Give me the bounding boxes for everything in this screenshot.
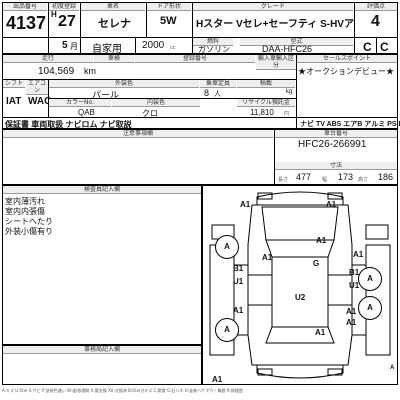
- car-outline-diagram: [209, 191, 391, 379]
- remarks-frame: [2, 345, 202, 385]
- code-front-center: A1: [326, 200, 337, 209]
- code-right-side: A1: [353, 250, 364, 259]
- ext-color-code: QAB: [78, 108, 95, 117]
- displacement: 2000: [142, 40, 165, 51]
- inspector-frame: [2, 185, 202, 345]
- size-label: 寸法: [275, 162, 397, 170]
- origin-label: 輸入車輸入区分: [256, 55, 296, 70]
- year: 27: [58, 13, 76, 30]
- ext-color: パール: [92, 90, 120, 100]
- inspector-note-3: シートへたり: [5, 217, 53, 226]
- header-frame: [2, 2, 398, 54]
- month: 5: [62, 40, 68, 51]
- len-value: 477: [296, 172, 312, 182]
- displacement-unit: cc: [170, 45, 176, 51]
- inspector-note-1: 室内薄汚れ: [5, 197, 45, 206]
- car-name: セレナ: [98, 18, 131, 30]
- code-rear-left: A1: [233, 306, 244, 315]
- month-unit: 月: [70, 42, 78, 51]
- usage: 自家用: [92, 44, 122, 55]
- capacity-label: 乗車定員: [200, 80, 236, 88]
- ext-color-code-label: カラーNo.: [49, 99, 111, 107]
- inspector-note-2: 室内内張傷: [5, 207, 45, 216]
- code-right-door-b1: B1: [349, 268, 360, 277]
- model-label: 型式: [240, 38, 353, 46]
- height-value: 186: [378, 172, 394, 182]
- inspector-label: 検査員記入欄: [3, 186, 201, 194]
- specs-frame: [2, 54, 398, 129]
- sales-point-label: セールスポイント: [297, 55, 397, 63]
- wheel-front-right: A: [358, 267, 382, 291]
- lot-label: 出品番号: [3, 3, 47, 11]
- model: DAA-HFC26: [262, 44, 313, 54]
- grade-label: グレード: [193, 3, 353, 11]
- mileage-label: 走行: [3, 55, 93, 63]
- code-right-door-u1: U1: [349, 281, 360, 290]
- mileage-unit: km: [84, 66, 96, 76]
- code-center-u2: U2: [295, 293, 306, 302]
- code-hood: A1: [316, 236, 327, 245]
- height-label: 高さ: [358, 177, 369, 183]
- doors: 5W: [160, 15, 177, 27]
- grade: Hスター Vセレ+セーフティ S-HVア: [196, 19, 354, 30]
- fuel: ガソリン: [198, 45, 230, 54]
- code-left-door-b1: B1: [233, 264, 244, 273]
- recycle-label: リサイクル預託金: [237, 99, 295, 107]
- code-front-left: A1: [240, 200, 251, 209]
- remarks-label: 事務局記入欄: [3, 346, 201, 354]
- ext-color-label: 外装色: [49, 80, 199, 88]
- width-label: 幅: [322, 177, 328, 183]
- code-rear-a1: A1: [346, 307, 357, 316]
- shift: IAT: [6, 96, 22, 107]
- width-value: 173: [338, 172, 354, 182]
- vin-label: 車台番号: [275, 130, 397, 138]
- code-rear-center: A1: [315, 328, 326, 337]
- code-left-door-u1: U1: [233, 277, 244, 286]
- code-left-fender: A1: [262, 253, 273, 262]
- load-unit: kg: [286, 89, 293, 95]
- legend: A:キズ U:凹み S:サビ P:塗装色違い W:波/修理跡 X:要交換 XX:…: [2, 388, 243, 393]
- code-roof: G: [313, 259, 320, 268]
- code-rear-right: A1: [346, 318, 357, 327]
- load-label: 積載: [237, 80, 295, 88]
- aircon-label: エアコン: [26, 80, 48, 95]
- interior-grade: C: [363, 40, 372, 54]
- recycle: 11,810: [250, 108, 274, 117]
- car-name-label: 車名: [81, 3, 145, 11]
- code-right-edge: A: [390, 365, 395, 371]
- diagram-frame: [202, 185, 398, 385]
- equipment-items: ナビ TV ABS エアB アルミ PS PW: [300, 121, 400, 128]
- shaken-label: 車検: [94, 55, 134, 63]
- mileage: 104,569: [38, 66, 75, 77]
- manual: 保証書 車両取扱 ナビロム ナビ取説: [5, 120, 132, 129]
- wheel-rear-right: A: [358, 296, 382, 320]
- shift-label: シフト: [3, 80, 25, 88]
- fuel-label: 燃料: [193, 38, 233, 46]
- notes-label: 注意事項欄: [3, 130, 273, 138]
- score: 4: [371, 13, 380, 30]
- reg-no-label: 登録番号: [135, 55, 255, 63]
- wheel-rear-left: A: [215, 318, 239, 342]
- era: H: [51, 10, 57, 19]
- notes-frame: [2, 129, 398, 185]
- lot-number: 4137: [6, 13, 47, 33]
- aircon: WAC: [28, 96, 52, 107]
- wheel-front-left: A: [215, 235, 239, 259]
- capacity-unit: 人: [214, 91, 221, 98]
- recycle-unit: 円: [284, 111, 290, 117]
- sales-point-text: ★オークションデビュー★: [298, 67, 394, 76]
- capacity: 8: [204, 88, 210, 98]
- len-label: 長さ: [278, 177, 289, 183]
- code-bottom-left: A1: [212, 375, 223, 384]
- inspector-note-4: 外装小傷有り: [5, 227, 53, 236]
- exterior-grade: C: [380, 40, 389, 54]
- int-color: クロ: [142, 109, 158, 118]
- score-label: 評価点: [355, 3, 397, 11]
- year-label: 初度登録: [49, 3, 79, 11]
- vin-value: HFC26-266991: [298, 139, 367, 150]
- int-color-label: 内装色: [112, 99, 200, 107]
- doors-label: ドア形状: [147, 3, 191, 11]
